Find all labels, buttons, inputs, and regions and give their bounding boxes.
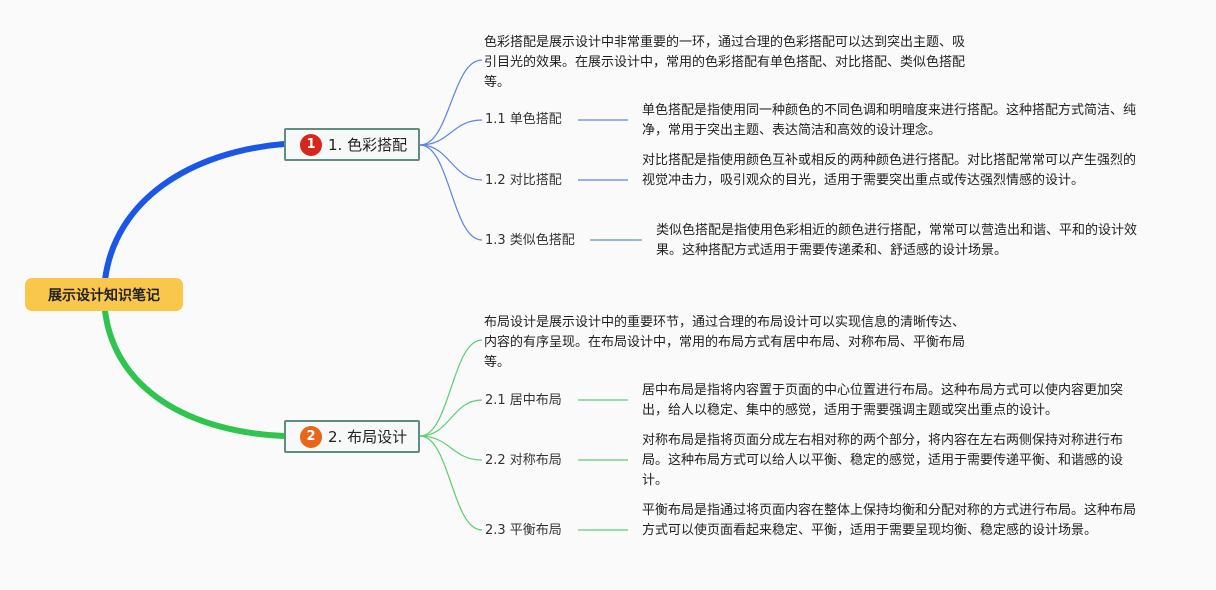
subline-intro-1 [419,59,483,146]
root-node[interactable]: 展示设计知识笔记 [25,278,183,311]
subline-1-1 [419,119,483,146]
topic-intro-note: 色彩搭配是展示设计中非常重要的一环，通过合理的色彩搭配可以达到突出主题、吸引目光… [484,35,966,90]
subtopic-node[interactable]: 1.1 单色搭配 [485,112,562,127]
topic-label: 2. 布局设计 [328,428,408,446]
subtopic-node[interactable]: 1.3 类似色搭配 [485,233,575,248]
subtopic-detail-note: 类似色搭配是指使用色彩相近的颜色进行搭配，常常可以营造出和谐、平和的设计效果。这… [656,223,1138,258]
subline-1-3 [419,144,483,241]
subline-1-2 [419,144,483,181]
topic-node-layout-design[interactable]: 2 2. 布局设计 [284,420,420,453]
subline-intro-2 [419,339,483,437]
branch-line-topic-2 [102,308,287,439]
topic-node-color-matching[interactable]: 1 1. 色彩搭配 [284,128,420,161]
topic-intro-note: 布局设计是展示设计中的重要环节，通过合理的布局设计可以实现信息的清晰传达、内容的… [484,315,966,370]
subtopic-node[interactable]: 2.2 对称布局 [485,453,562,468]
subtopic-detail-note: 居中布局是指将内容置于页面的中心位置进行布局。这种布局方式可以使内容更加突出，给… [642,383,1124,418]
branch-line-topic-1 [102,141,287,283]
subline-2-3 [419,435,483,531]
subtopic-node[interactable]: 2.1 居中布局 [485,393,562,408]
subtopic-detail-note: 单色搭配是指使用同一种颜色的不同色调和明暗度来进行搭配。这种搭配方式简洁、纯净，… [642,103,1137,138]
subtopic-node[interactable]: 1.2 对比搭配 [485,173,562,188]
subline-2-2 [419,435,483,461]
subtopic-node[interactable]: 2.3 平衡布局 [485,523,562,538]
subline-2-1 [419,399,483,437]
subtopic-detail-note: 对比搭配是指使用颜色互补或相反的两种颜色进行搭配。对比搭配常常可以产生强烈的视觉… [642,153,1137,188]
subtopic-detail-note: 对称布局是指将页面分成左右相对称的两个部分，将内容在左右两侧保持对称进行布局。这… [642,433,1124,488]
topic-label: 1. 色彩搭配 [328,136,408,154]
badge-number-icon: 2 [300,425,322,448]
badge-number-icon: 1 [300,133,322,156]
subtopic-detail-note: 平衡布局是指通过将页面内容在整体上保持均衡和分配对称的方式进行布局。这种布局方式… [642,503,1137,538]
